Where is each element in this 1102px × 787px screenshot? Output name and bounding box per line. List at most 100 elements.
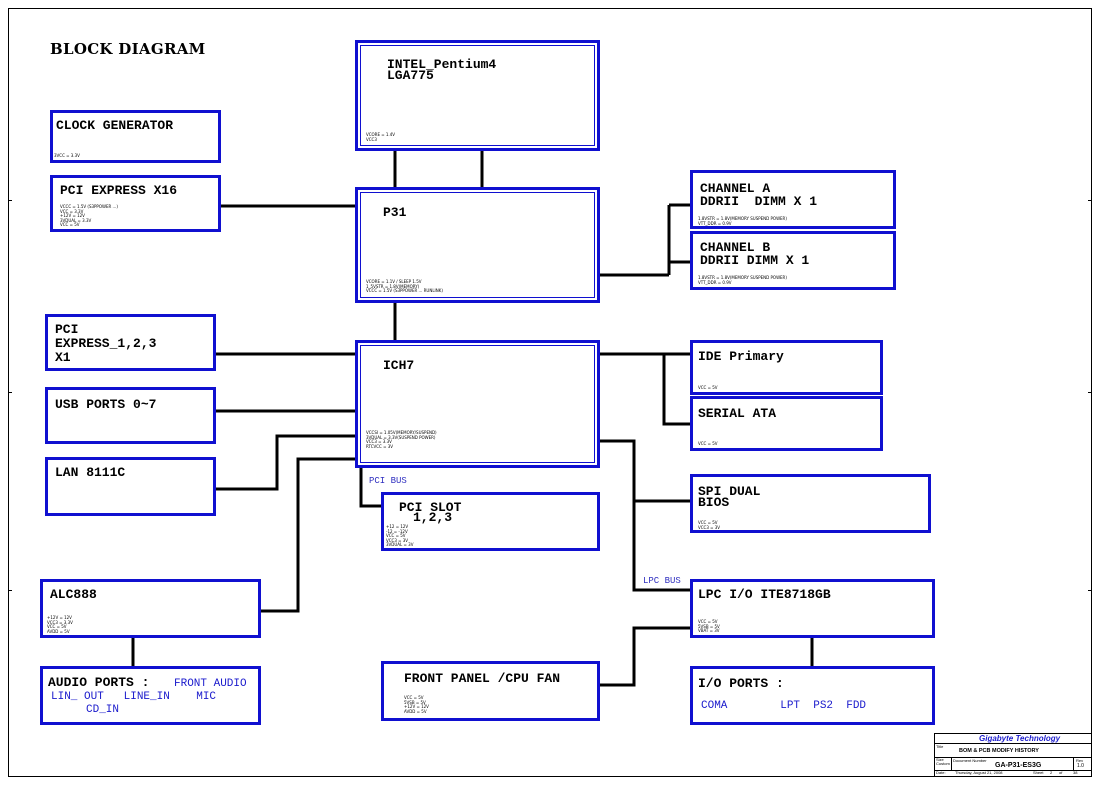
wire-front-lpc — [600, 626, 690, 687]
lpc-io-block: LPC I/O ITE8718GB VCC = 5V 5VSB = 5V VBA… — [690, 579, 935, 638]
channel-b-power-note: 1.8VSTR = 1.8V(MEMORY SUSPEND POWER) VTT… — [698, 275, 787, 285]
audio-ports-label: AUDIO PORTS : — [48, 675, 150, 690]
border-tick — [8, 590, 12, 591]
pcie-x1-label-1: PCI — [55, 322, 79, 337]
alc888-block: ALC888 +12V = 12V VCC3 = 3.3V VCC = 5V A… — [40, 579, 261, 638]
company-name: Gigabyte Technology — [979, 734, 1061, 743]
pcie-x16-block: PCI EXPRESS X16 VCCC = 1.5V (S3PPOWER ..… — [50, 175, 221, 232]
pci-slot-numbers: 1,2,3 — [413, 510, 453, 525]
wire-ich7-lpc — [600, 439, 690, 592]
cpu-power-note: VCORE = 1.4V VCC3 — [366, 132, 395, 142]
border-tick — [1088, 590, 1092, 591]
lpc-io-power-note: VCC = 5V 5VSB = 5V VBAT = 3V — [698, 619, 720, 633]
border-tick — [1088, 392, 1092, 393]
sheet-total: 38 — [1073, 770, 1078, 775]
io-ports-block: I/O PORTS : COMA LPT PS2 FDD — [690, 666, 935, 725]
doc-number: GA-P31-ES3G — [995, 762, 1042, 769]
border-tick — [8, 392, 12, 393]
serial-ata-block: SERIAL ATA VCC = 5V — [690, 396, 883, 451]
lan-block: LAN 8111C — [45, 457, 216, 516]
ide-power-note: VCC = 5V — [698, 385, 718, 390]
size-label: Size Custom — [936, 757, 950, 766]
front-audio-label: FRONT AUDIO — [174, 678, 247, 690]
rev-label: Rev — [1076, 758, 1084, 763]
pci-slot-block: PCI SLOT 1,2,3 +12 = 12V -12 = -12V VCC … — [381, 492, 600, 551]
border-tick — [1088, 200, 1092, 201]
cd-in-label: CD_IN — [86, 704, 120, 716]
usb-ports-label: USB PORTS 0~7 — [55, 397, 157, 412]
wire-ich7-sata — [662, 354, 690, 426]
channel-a-label: CHANNEL A — [700, 181, 771, 196]
sheet-label: Sheet — [1033, 770, 1044, 775]
wire-alc-ich7 — [260, 457, 356, 613]
date-row: Date: Thursday, August 21, 2008 Sheet 2 … — [935, 770, 1091, 777]
title-field-label: Title — [936, 744, 944, 749]
cpu-socket-label: LGA775 — [387, 68, 434, 83]
audio-jacks-label: LIN_ OUT LINE_IN MIC — [51, 691, 217, 703]
date-label: Date: — [936, 770, 946, 775]
pcie-x16-power-note: VCCC = 1.5V (S3PPOWER ...) VCC = 3.3V +1… — [60, 204, 118, 227]
lpc-io-label: LPC I/O ITE8718GB — [698, 587, 831, 602]
date-value: Thursday, August 21, 2008 — [955, 770, 1003, 775]
alc888-label: ALC888 — [50, 587, 97, 602]
diagram-title: BLOCK DIAGRAM — [50, 40, 206, 58]
channel-a-dimm-label: DDRII DIMM X 1 — [700, 194, 818, 209]
io-ports-label: I/O PORTS : — [698, 676, 784, 691]
front-panel-label: FRONT PANEL /CPU FAN — [404, 671, 561, 686]
pci-slot-label: PCI SLOT — [399, 500, 462, 515]
front-panel-power-note: VCC = 5V 5VSB = 5V +12V = 12V AVDD = 5V — [404, 695, 429, 714]
ich7-power-note: VCCSI = 1.05V(MEMORY/SUSPEND) 3VDUAL = 3… — [366, 430, 437, 449]
io-ports-list: COMA LPT PS2 FDD — [701, 700, 867, 712]
cpu-label: INTEL_Pentium4 — [387, 57, 497, 72]
ide-primary-block: IDE Primary VCC = 5V — [690, 340, 883, 395]
usb-ports-block: USB PORTS 0~7 — [45, 387, 216, 444]
clock-generator-label: CLOCK GENERATOR — [56, 118, 174, 133]
ich7-block: ICH7 VCCSI = 1.05V(MEMORY/SUSPEND) 3VDUA… — [355, 340, 600, 468]
serial-ata-label: SERIAL ATA — [698, 406, 777, 421]
pcie-x1-label-3: X1 — [55, 350, 71, 365]
channel-b-label: CHANNEL B — [700, 240, 771, 255]
pcie-x1-label-2: EXPRESS_1,2,3 — [55, 336, 157, 351]
clock-generator-block: CLOCK GENERATOR 3VCC = 3.3V — [50, 110, 221, 163]
alc888-power-note: +12V = 12V VCC3 = 3.3V VCC = 5V AVDD = 5… — [47, 615, 73, 634]
sheet-number: 2 — [1050, 770, 1053, 775]
front-panel-block: FRONT PANEL /CPU FAN VCC = 5V 5VSB = 5V … — [381, 661, 600, 721]
p31-power-note: VCORE = 1.1V / SLEEP 1.5V 1_5VSTR = 1.8V… — [366, 279, 443, 293]
sheet-title: BOM & PCB MODIFY HISTORY — [959, 748, 1039, 754]
channel-b-block: CHANNEL B DDRII DIMM X 1 1.8VSTR = 1.8V(… — [690, 231, 896, 290]
channel-b-dimm-label: DDRII DIMM X 1 — [700, 253, 810, 268]
clock-power-note: 3VCC = 3.3V — [54, 153, 80, 158]
p31-label: P31 — [383, 205, 407, 220]
p31-block: P31 VCORE = 1.1V / SLEEP 1.5V 1_5VSTR = … — [355, 187, 600, 303]
wire-ich7-pcislot — [359, 468, 381, 508]
spi-power-note: VCC = 5V VCC3 = 3V — [698, 520, 721, 530]
of-label: of — [1059, 770, 1063, 775]
doc-row: Size Custom Document Number GA-P31-ES3G … — [935, 758, 1091, 771]
spi-bios-block: SPI DUAL BIOS VCC = 5V VCC3 = 3V — [690, 474, 931, 533]
border-tick — [8, 200, 12, 201]
pci-bus-label: PCI BUS — [369, 476, 407, 486]
sata-power-note: VCC = 5V — [698, 441, 718, 446]
divider — [951, 758, 952, 770]
cpu-block: INTEL_Pentium4 LGA775 VCORE = 1.4V VCC3 — [355, 40, 600, 151]
lpc-bus-label: LPC BUS — [643, 576, 681, 586]
pcie-x1-block: PCI EXPRESS_1,2,3 X1 — [45, 314, 216, 371]
pci-slot-power-note: +12 = 12V -12 = -12V VCC = 5V VCC3 = 3V … — [386, 524, 414, 547]
title-row: Title BOM & PCB MODIFY HISTORY — [935, 744, 1091, 758]
channel-a-block: CHANNEL A DDRII DIMM X 1 1.8VSTR = 1.8V(… — [690, 170, 896, 229]
spi-bios-label-1: SPI DUAL — [698, 484, 761, 499]
divider — [1073, 758, 1074, 770]
audio-ports-block: AUDIO PORTS : FRONT AUDIO LIN_ OUT LINE_… — [40, 666, 261, 725]
doc-number-label: Document Number — [953, 758, 987, 763]
rev-value: 1.0 — [1077, 763, 1084, 769]
spi-bios-label-2: BIOS — [698, 495, 730, 510]
channel-a-power-note: 1.8VSTR = 1.8V(MEMORY SUSPEND POWER) VTT… — [698, 216, 787, 226]
wire-lan-ich7 — [216, 434, 356, 491]
title-block: Gigabyte Technology Title BOM & PCB MODI… — [934, 733, 1092, 777]
ide-primary-label: IDE Primary — [698, 349, 784, 364]
ich7-label: ICH7 — [383, 358, 415, 373]
lan-label: LAN 8111C — [55, 465, 126, 480]
company-row: Gigabyte Technology — [935, 734, 1091, 744]
pcie-x16-label: PCI EXPRESS X16 — [60, 183, 178, 198]
